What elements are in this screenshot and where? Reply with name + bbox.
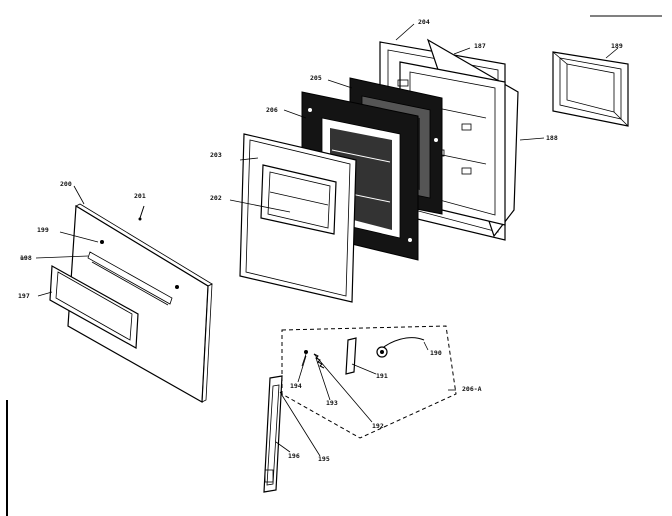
label-201: 201 — [134, 192, 146, 200]
label-202: 202 — [210, 194, 222, 202]
label-200: 200 — [60, 180, 72, 188]
label-198: 198 — [20, 254, 32, 262]
part-201-screw — [138, 205, 145, 221]
label-204: 204 — [418, 18, 430, 26]
label-187: 187 — [474, 42, 486, 50]
leader-lines — [20, 23, 619, 457]
part-189-trim-box — [552, 51, 629, 127]
label-192: 192 — [372, 422, 384, 430]
label-205: 205 — [310, 74, 322, 82]
part-206a-hinge-kit — [281, 325, 457, 439]
label-194: 194 — [290, 382, 302, 390]
part-203-door-plate — [239, 133, 357, 303]
label-206a: 206-A — [462, 385, 482, 393]
label-206: 206 — [266, 106, 278, 114]
label-203: 203 — [210, 151, 222, 159]
label-188: 188 — [546, 134, 558, 142]
label-193: 193 — [326, 399, 338, 407]
label-195: 195 — [318, 455, 330, 463]
callout-labels: 204 187 189 205 206 203 188 202 200 201 … — [18, 18, 623, 463]
label-189: 189 — [611, 42, 623, 50]
label-196: 196 — [288, 452, 300, 460]
label-190: 190 — [430, 349, 442, 357]
part-197-window-gasket — [49, 265, 139, 349]
label-197: 197 — [18, 292, 30, 300]
label-199: 199 — [37, 226, 49, 234]
label-191: 191 — [376, 372, 388, 380]
part-196-hinge-channel — [263, 375, 283, 493]
